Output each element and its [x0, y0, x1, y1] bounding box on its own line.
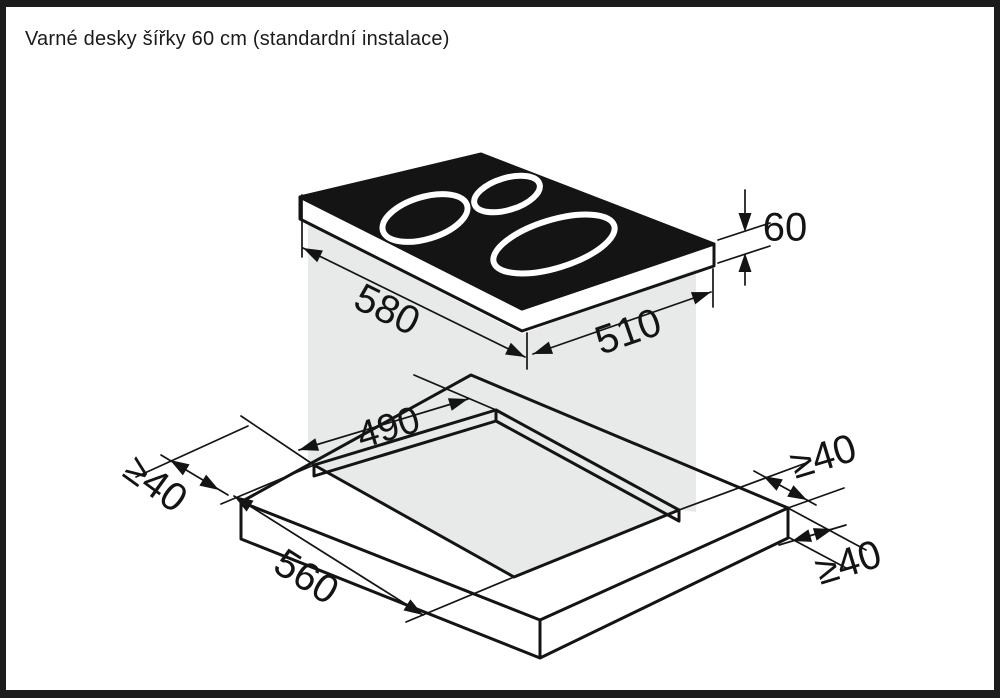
- cutout-inner-wall: [312, 408, 681, 523]
- cooktop-glass-top: [298, 152, 716, 311]
- dimension-60: 60: [717, 189, 808, 286]
- burner-ring-left: [379, 191, 471, 245]
- countertop-left-face-edges: [239, 500, 790, 660]
- cooktop: [298, 152, 716, 333]
- burner-ring-back: [471, 172, 543, 216]
- installation-diagram: 580 510 60 490: [116, 152, 886, 660]
- dimension-clearance-below-right: ≥40: [778, 507, 886, 594]
- countertop: [239, 373, 790, 660]
- dim-560-label: 560: [266, 541, 346, 614]
- burner-ring-front-large: [490, 211, 618, 277]
- clearance-below-right-label: ≥40: [810, 532, 886, 594]
- dimension-clearance-back-right: ≥40: [678, 426, 861, 511]
- dim-60-label: 60: [763, 206, 808, 250]
- dimension-clearance-left: ≥40: [116, 425, 249, 522]
- clearance-back-right-label: ≥40: [785, 426, 861, 488]
- page-title: Varné desky šířky 60 cm (standardní inst…: [25, 28, 450, 50]
- projection-band: [308, 224, 696, 577]
- clearance-left-label: ≥40: [116, 447, 196, 522]
